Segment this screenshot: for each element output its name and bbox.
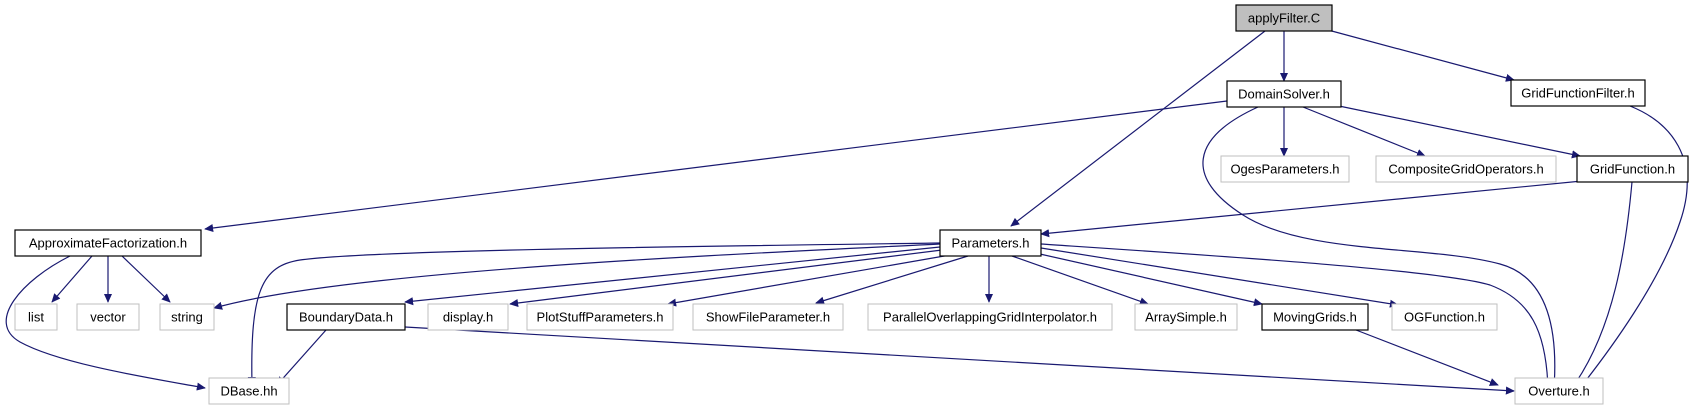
edge-movinggrids-overture <box>1355 329 1499 386</box>
edge-parameters-plotstuffparameters <box>667 254 951 307</box>
node-boundarydata[interactable]: BoundaryData.h <box>286 303 406 331</box>
edge-parameters-overture <box>1040 243 1552 389</box>
node-label-approximatefactorization: ApproximateFactorization.h <box>29 236 187 251</box>
node-label-parameters: Parameters.h <box>951 236 1029 251</box>
edge-approximatefactorization-dbase <box>5 255 206 391</box>
node-parameters[interactable]: Parameters.h <box>939 229 1042 257</box>
node-label-domainsolver: DomainSolver.h <box>1238 87 1330 102</box>
node-label-applyfilter: applyFilter.C <box>1248 11 1320 26</box>
node-vector[interactable]: vector <box>76 303 140 331</box>
node-label-list: list <box>28 310 44 325</box>
node-label-showfileparameter: ShowFileParameter.h <box>706 310 830 325</box>
edge-gridfunction-parameters <box>1040 180 1583 238</box>
edge-gridfunctionfilter-overture <box>1579 105 1688 389</box>
node-showfileparameter[interactable]: ShowFileParameter.h <box>692 303 844 331</box>
node-compositegridoperators[interactable]: CompositeGridOperators.h <box>1375 155 1557 183</box>
node-string[interactable]: string <box>159 303 215 331</box>
edge-applyfilter-parameters <box>1010 30 1266 227</box>
node-gridfunction[interactable]: GridFunction.h <box>1576 155 1689 183</box>
edge-gridfunction-overture <box>1571 181 1633 389</box>
edge-parameters-movinggrids <box>1039 253 1263 307</box>
node-label-gridfunctionfilter: GridFunctionFilter.h <box>1521 86 1634 101</box>
node-dbase[interactable]: DBase.hh <box>208 377 290 405</box>
node-gridfunctionfilter[interactable]: GridFunctionFilter.h <box>1510 79 1646 107</box>
node-label-plotstuffparameters: PlotStuffParameters.h <box>537 310 664 325</box>
dependency-edges <box>5 29 1688 395</box>
node-label-gridfunction: GridFunction.h <box>1590 162 1675 177</box>
edge-applyfilter-gridfunctionfilter <box>1327 29 1515 82</box>
edge-boundarydata-dbase <box>276 329 327 386</box>
node-domainsolver[interactable]: DomainSolver.h <box>1226 80 1342 108</box>
edge-parameters-dbase <box>247 242 941 386</box>
edge-parameters-arraysimple <box>1011 255 1149 306</box>
node-label-compositegridoperators: CompositeGridOperators.h <box>1388 162 1543 177</box>
edge-domainsolver-gridfunction <box>1338 105 1581 159</box>
node-label-paralleloverlapping: ParallelOverlappingGridInterpolator.h <box>883 310 1097 325</box>
node-list[interactable]: list <box>14 303 58 331</box>
node-label-overture: Overture.h <box>1528 384 1589 399</box>
edge-parameters-display <box>509 249 943 308</box>
node-label-boundarydata: BoundaryData.h <box>299 310 393 325</box>
node-label-ogesparameters: OgesParameters.h <box>1230 162 1339 177</box>
node-ogfunction[interactable]: OGFunction.h <box>1391 303 1498 331</box>
edge-domainsolver-approximatefactorization <box>204 100 1228 233</box>
node-approximatefactorization[interactable]: ApproximateFactorization.h <box>14 229 202 257</box>
edge-approximatefactorization-string <box>121 255 171 303</box>
node-label-arraysimple: ArraySimple.h <box>1145 310 1227 325</box>
node-label-string: string <box>171 310 203 325</box>
edge-parameters-ogfunction <box>1040 247 1399 308</box>
edge-parameters-showfileparameter <box>815 255 969 305</box>
edge-parameters-boundarydata <box>404 246 941 306</box>
node-plotstuffparameters[interactable]: PlotStuffParameters.h <box>526 303 674 331</box>
node-label-display: display.h <box>443 310 493 325</box>
edge-parameters-string <box>213 243 941 310</box>
node-paralleloverlapping[interactable]: ParallelOverlappingGridInterpolator.h <box>867 303 1113 331</box>
edge-domainsolver-compositegridoperators <box>1302 106 1426 157</box>
edge-domainsolver-overture <box>1202 106 1559 389</box>
node-ogesparameters[interactable]: OgesParameters.h <box>1220 155 1350 183</box>
node-applyfilter[interactable]: applyFilter.C <box>1235 4 1333 32</box>
node-label-ogfunction: OGFunction.h <box>1404 310 1485 325</box>
edge-approximatefactorization-list <box>51 255 93 303</box>
node-display[interactable]: display.h <box>427 303 509 331</box>
file-nodes: applyFilter.C DomainSolver.h GridFunctio… <box>14 4 1689 405</box>
node-arraysimple[interactable]: ArraySimple.h <box>1134 303 1238 331</box>
node-overture[interactable]: Overture.h <box>1514 377 1604 405</box>
edge-boundarydata-overture <box>404 326 1515 395</box>
node-movinggrids[interactable]: MovingGrids.h <box>1261 303 1369 331</box>
node-label-dbase: DBase.hh <box>220 384 277 399</box>
node-label-movinggrids: MovingGrids.h <box>1273 310 1357 325</box>
node-label-vector: vector <box>90 310 126 325</box>
